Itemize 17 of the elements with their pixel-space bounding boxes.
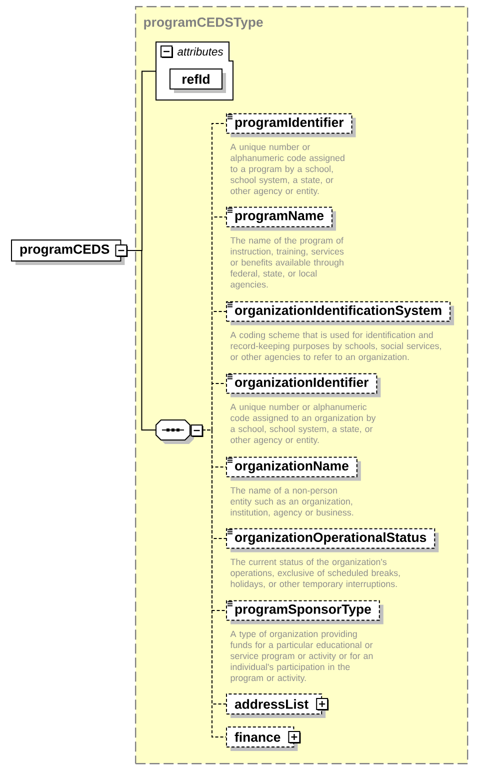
element-box: finance bbox=[226, 726, 298, 751]
description-text: A unique number or alphanumeric code assigned to an organization by a school, school system, a state, or other agency or entity. bbox=[230, 404, 376, 445]
element-box: organizationName bbox=[226, 456, 361, 481]
connector-line bbox=[126, 250, 156, 430]
attribute-box: refId bbox=[170, 68, 226, 94]
description-text: The name of a non-person entity such as an organization, institution, agency or business. bbox=[230, 487, 354, 518]
description-text: A coding scheme that is used for identification and record-keeping purposes by schools, social services, or other agencies to refer to an organization. bbox=[230, 332, 441, 362]
description-text: The name of the program of instruction, training, services or benefits available through federal, state, or local agencies. bbox=[230, 237, 344, 290]
element-box: addressList bbox=[226, 694, 326, 718]
element-box: organizationIdentificationSystem bbox=[226, 301, 454, 326]
element-box: programSponsorType bbox=[226, 600, 384, 624]
description-text: A type of organization providing funds for a particular educational or service program or activity or for an individual's participation in the program or activity. bbox=[230, 630, 373, 683]
element-box: organizationOperationalStatus bbox=[226, 528, 439, 552]
description-text: A unique number or alphanumeric code assigned to a program by a school, school system, a state, or other agency or entity. bbox=[230, 144, 344, 196]
element-box: organizationIdentifier bbox=[226, 373, 381, 398]
description-text: The current status of the organization's operations, exclusive of scheduled breaks, holidays, or other temporary interruptions. bbox=[230, 558, 400, 589]
element-box: programIdentifier bbox=[226, 113, 356, 138]
